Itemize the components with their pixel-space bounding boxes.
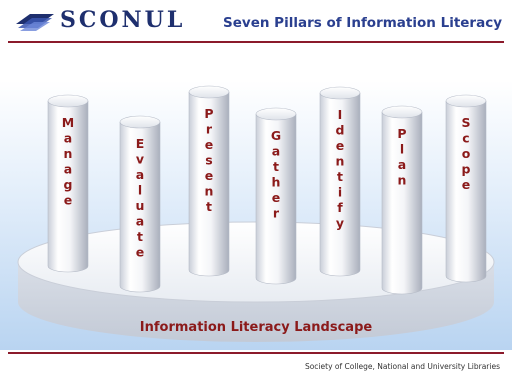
pillar-body bbox=[255, 113, 297, 285]
top-divider bbox=[8, 41, 504, 43]
pillar-cap bbox=[445, 94, 487, 108]
header: SCONUL Seven Pillars of Information Lite… bbox=[0, 0, 512, 46]
footer-text: Society of College, National and Univers… bbox=[304, 362, 500, 371]
pillar-body bbox=[188, 91, 230, 277]
page-title: Seven Pillars of Information Literacy bbox=[223, 15, 502, 31]
pillar-cap bbox=[188, 85, 230, 99]
pillar-body bbox=[319, 92, 361, 277]
pillar-body bbox=[445, 100, 487, 283]
pillar-body bbox=[47, 100, 89, 273]
pillar-body bbox=[119, 121, 161, 293]
sconul-logo-icon bbox=[16, 14, 54, 31]
bottom-divider bbox=[8, 352, 504, 354]
pillar-cap bbox=[319, 86, 361, 100]
pillar-cap bbox=[381, 105, 423, 119]
pillar-body bbox=[381, 111, 423, 295]
pillar-cap bbox=[255, 107, 297, 121]
pillar-cap bbox=[119, 115, 161, 129]
pillar-cap bbox=[47, 94, 89, 108]
landscape-label: Information Literacy Landscape bbox=[140, 320, 373, 335]
logo-text: SCONUL bbox=[60, 7, 186, 33]
